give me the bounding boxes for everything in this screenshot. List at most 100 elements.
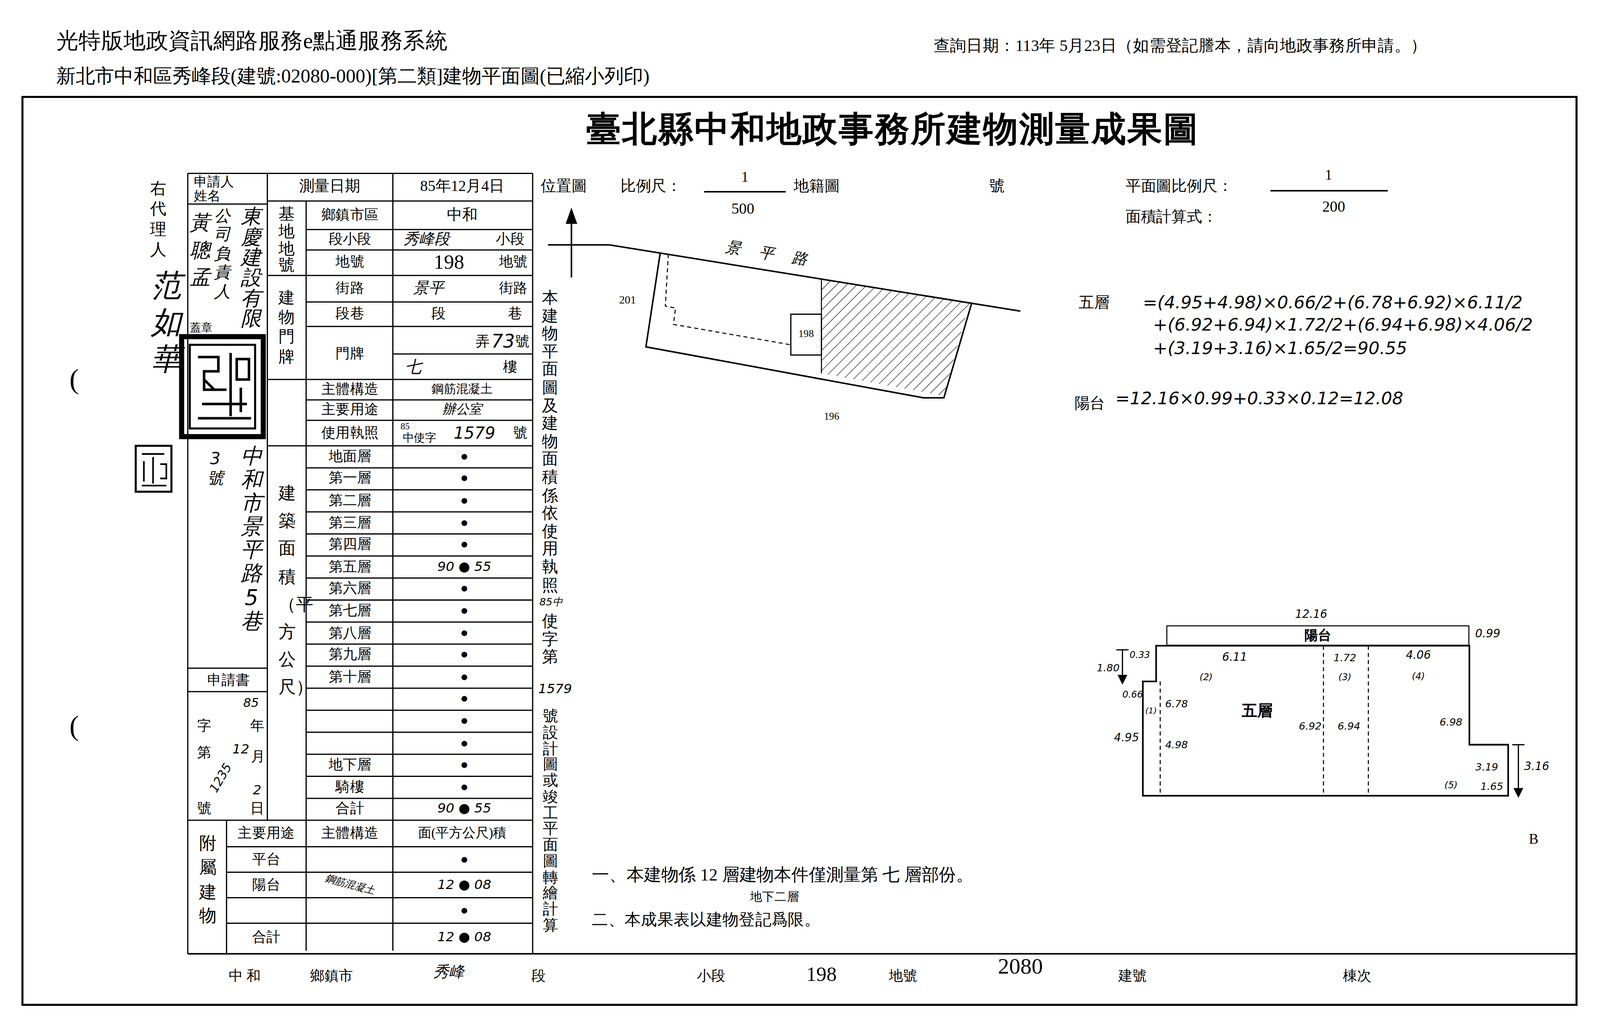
table-rule [305, 301, 533, 303]
region-label: 陽台 [1304, 628, 1332, 644]
form-text: 196 [824, 410, 840, 423]
form-text: 辦公室 [442, 402, 483, 419]
form-text: 秀峰段 [403, 231, 450, 249]
form-text: 鋼筋混凝土 [431, 382, 493, 398]
table-rule [305, 621, 533, 623]
table-rule [392, 820, 394, 952]
form-text: 4.95 [1113, 732, 1139, 746]
form-text: 地面層 [328, 448, 372, 466]
form-text: 段小段 [328, 231, 372, 249]
table-rule [267, 445, 533, 447]
form-text: ( [69, 709, 79, 743]
form-text: 1235 [207, 761, 236, 796]
table-rule [305, 577, 533, 579]
form-text: 景平路 [724, 238, 827, 272]
dimension-mark [1116, 650, 1525, 797]
table-rule [305, 754, 533, 756]
form-text: 平台 [252, 852, 281, 869]
form-text: 號 [197, 801, 212, 818]
form-text: 第二層 [328, 492, 372, 510]
form-text: 地號 [335, 254, 365, 271]
form-text: 85中 [539, 596, 563, 608]
form-text: 蓋章 [189, 320, 213, 334]
form-text: 右代理人 [150, 178, 167, 261]
form-text: 1 [741, 169, 749, 186]
form-text: 73 [491, 331, 515, 353]
form-text: 200 [1322, 198, 1346, 216]
table-rule [266, 173, 268, 821]
form-text: 1.65 [1480, 780, 1504, 793]
table-rule [305, 599, 533, 601]
form-text: 五層 [1078, 294, 1110, 312]
form-text: 秀峰 [433, 963, 465, 982]
table-rule [305, 201, 307, 821]
form-text: 85年12月4日 [420, 178, 505, 196]
form-text: 主要用途 [237, 825, 295, 842]
form-text: 字 [197, 718, 212, 736]
form-text: 1579 [538, 682, 572, 698]
table-rule [226, 871, 533, 874]
form-text: 第一層 [328, 470, 372, 488]
form-text: ● [460, 669, 469, 686]
form-text: 第五層 [328, 558, 372, 576]
balcony-band: 陽台 [1166, 625, 1470, 646]
form-text: 6.94 [1337, 720, 1361, 733]
form-text: 建號 [1118, 968, 1148, 985]
form-text: 地下層 [328, 757, 372, 774]
form-text: 0.33 [1129, 649, 1151, 661]
form-text: 騎樓 [335, 779, 365, 796]
form-text: 面積計算式： [1125, 208, 1218, 226]
table-rule [305, 467, 533, 469]
form-text: 段巷 [335, 305, 365, 323]
form-text: 第四層 [328, 536, 372, 554]
form-text: 使用執照 [321, 425, 379, 442]
form-text: 第七層 [328, 603, 372, 620]
form-text: 段 [431, 305, 446, 323]
form-text: 鄉鎮市區 [321, 207, 379, 224]
form-text: 3號 [207, 448, 224, 489]
table-rule [531, 173, 534, 955]
form-text: 6.98 [1439, 716, 1463, 729]
form-text: 街路 [499, 280, 528, 298]
form-text: 小段 [495, 231, 525, 249]
form-text: 地籍圖 [793, 178, 840, 196]
form-text: 巷 [507, 305, 523, 323]
form-text: 500 [731, 200, 755, 218]
form-text: 申請人姓名 [193, 174, 239, 203]
table-rule [187, 691, 268, 693]
form-text: (2) [1199, 672, 1213, 683]
page-title: 臺北縣中和地政事務所建物測量成果圖 [586, 106, 1200, 153]
form-text: 12 [232, 742, 250, 758]
form-text: B [1528, 831, 1539, 849]
form-text: ● [460, 515, 469, 531]
form-text: 中和 [446, 206, 478, 224]
table-rule [305, 797, 533, 799]
form-text: 90 ● 55 [437, 801, 492, 818]
table-rule [305, 731, 533, 734]
form-text: 年 [250, 718, 265, 736]
form-text: 主要用途 [321, 401, 379, 419]
form-text: 第三層 [328, 514, 372, 532]
form-text: 12 ● 08 [437, 877, 492, 894]
form-text: 第十層 [328, 669, 372, 686]
form-text: 陽台 [252, 877, 281, 895]
form-text: 地號 [888, 968, 918, 985]
form-text: 景平 [413, 280, 445, 298]
form-text: =(4.95+4.98)×0.66/2+(6.78+6.92)×6.11/2 [1143, 293, 1523, 313]
form-text: 第 [197, 744, 212, 762]
form-text: ● [460, 852, 469, 868]
table-rule [187, 667, 268, 670]
form-text: 6.92 [1298, 720, 1322, 733]
region-label: 五層 [1241, 702, 1273, 720]
form-text: 一、本建物係 12 層建物本件僅測量第 七 層部份。 [591, 865, 974, 886]
form-text: 201 [619, 293, 637, 307]
form-text: ● [460, 493, 469, 509]
form-text: 比例尺： [620, 178, 682, 196]
form-text: 第六層 [328, 580, 372, 598]
form-text: 198 [806, 962, 838, 987]
form-text: 陽台 [1074, 395, 1106, 413]
form-text: 使字第 [541, 612, 559, 667]
form-text: ( [69, 363, 79, 396]
form-text: 1.72 [1333, 652, 1357, 665]
